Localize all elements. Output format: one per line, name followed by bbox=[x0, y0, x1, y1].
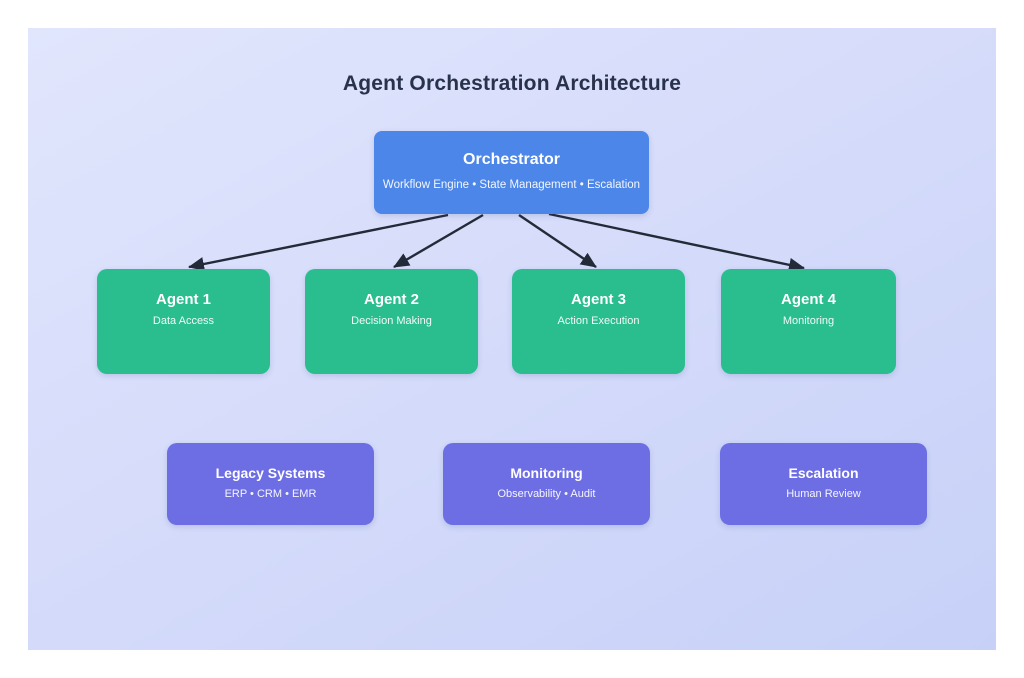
node-monitoring-subtitle: Observability • Audit bbox=[497, 488, 596, 500]
diagram-title: Agent Orchestration Architecture bbox=[342, 72, 682, 95]
node-agent-2: Agent 2 Decision Making bbox=[305, 269, 478, 374]
node-agent-3-title: Agent 3 bbox=[570, 291, 626, 308]
node-agent-1: Agent 1 Data Access bbox=[97, 269, 270, 374]
node-escalation-title: Escalation bbox=[788, 465, 859, 481]
node-agent-4-subtitle: Monitoring bbox=[782, 315, 835, 327]
node-agent-4: Agent 4 Monitoring bbox=[721, 269, 896, 374]
node-monitoring: Monitoring Observability • Audit bbox=[443, 443, 650, 525]
node-agent-1-title: Agent 1 bbox=[155, 291, 211, 308]
node-agent-3: Agent 3 Action Execution bbox=[512, 269, 685, 374]
node-agent-1-subtitle: Data Access bbox=[152, 315, 215, 327]
node-legacy-systems: Legacy Systems ERP • CRM • EMR bbox=[167, 443, 374, 525]
node-orchestrator: Orchestrator Workflow Engine • State Man… bbox=[374, 131, 649, 214]
node-escalation-subtitle: Human Review bbox=[786, 488, 861, 500]
node-agent-2-subtitle: Decision Making bbox=[351, 315, 432, 327]
node-monitoring-title: Monitoring bbox=[510, 465, 583, 481]
node-orchestrator-title: Orchestrator bbox=[463, 151, 560, 168]
node-orchestrator-subtitle: Workflow Engine • State Management • Esc… bbox=[382, 179, 641, 191]
node-agent-2-title: Agent 2 bbox=[363, 291, 419, 308]
node-agent-4-title: Agent 4 bbox=[780, 291, 836, 308]
node-legacy-systems-subtitle: ERP • CRM • EMR bbox=[224, 488, 317, 500]
node-legacy-systems-title: Legacy Systems bbox=[215, 465, 326, 481]
node-agent-3-subtitle: Action Execution bbox=[557, 315, 640, 327]
node-escalation: Escalation Human Review bbox=[720, 443, 927, 525]
